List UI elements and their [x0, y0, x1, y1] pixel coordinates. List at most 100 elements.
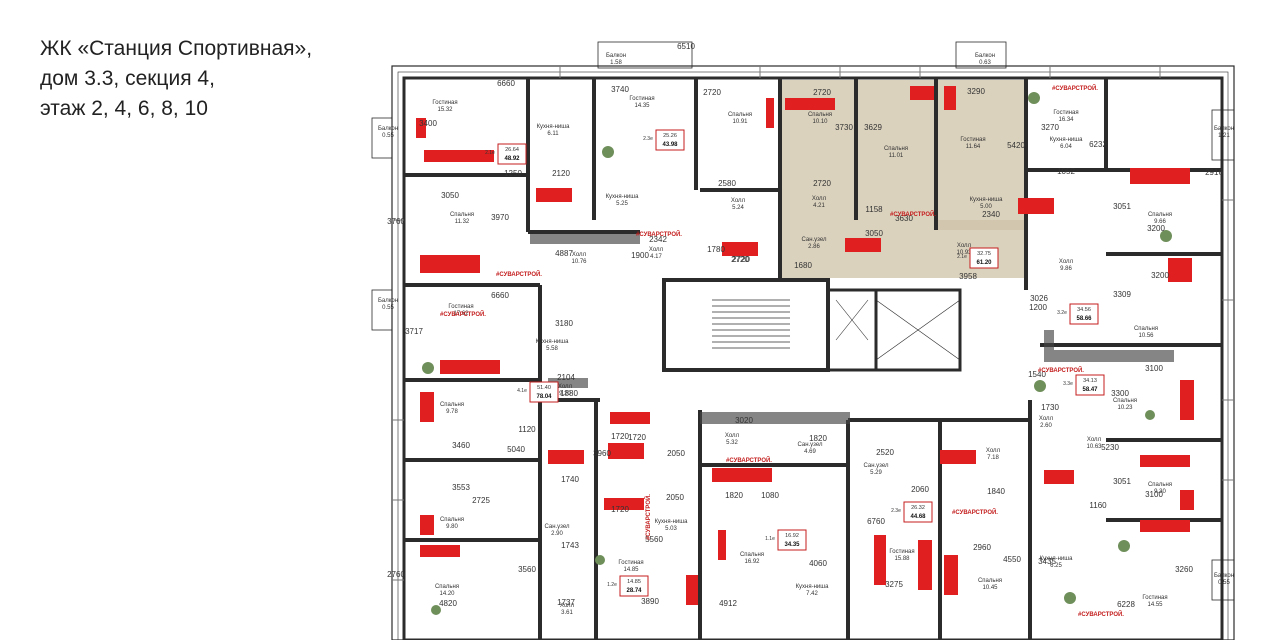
- dimension-label: 2050: [667, 449, 685, 458]
- room-name: Сан.узел: [544, 524, 570, 530]
- room-name: Сан.узел: [863, 463, 889, 469]
- apartment-living-area: 32.75: [977, 251, 991, 257]
- room-name: Балкон: [1214, 126, 1234, 132]
- room-name: Гостиная: [448, 304, 473, 310]
- room-area: 14.55: [1147, 602, 1163, 608]
- dimension-label: 1680: [794, 261, 812, 270]
- room-name: Холл: [1039, 416, 1054, 422]
- stair-core: [662, 278, 962, 372]
- room-area: 4.21: [813, 203, 825, 209]
- badge-frame: [969, 247, 999, 269]
- dimension-label: 3020: [735, 416, 753, 425]
- dimension-label: 2060: [911, 485, 929, 494]
- dimension-label: 2916: [1205, 168, 1223, 177]
- dimension-label: 3100: [1145, 490, 1163, 499]
- room-name: Спальня: [728, 112, 752, 118]
- brand-label: #СУВАРСТРОЙ.: [952, 508, 998, 516]
- dimension-label: 1820: [809, 434, 827, 443]
- dimension-label: 1052: [1057, 167, 1075, 176]
- dimension-label: 1250: [504, 169, 522, 178]
- apartment-type: 3.3е: [1063, 381, 1073, 387]
- dimension-label: 3960: [593, 449, 611, 458]
- room-name: Спальня: [1113, 398, 1137, 404]
- badge-frame: [529, 381, 559, 403]
- room-area: 9.80: [446, 524, 458, 530]
- apartment-living-area: 26.32: [911, 505, 925, 511]
- room-name: Гостиная: [432, 100, 457, 106]
- room-name: Кухня-ниша: [655, 519, 689, 525]
- highlighted-apartment: [780, 80, 1028, 278]
- room-area: 5.24: [732, 205, 744, 211]
- dimension-label: 5560: [645, 535, 663, 544]
- dimension-label: 2720: [703, 88, 721, 97]
- room-area: 6.04: [1060, 144, 1072, 150]
- room-name: Спальня: [1148, 212, 1172, 218]
- room-name: Кухня-ниша: [606, 194, 640, 200]
- apartment-living-area: 34.56: [1077, 307, 1091, 313]
- dimension-label: 1080: [761, 491, 779, 500]
- apartment-type: 3.2е: [1057, 310, 1067, 316]
- dimension-label: 3629: [864, 123, 882, 132]
- room-area: 17.62: [453, 311, 469, 317]
- room-name: Холл: [649, 247, 664, 253]
- brand-label: #СУВАРСТРОЙ.: [1052, 84, 1098, 92]
- room-name: Балкон: [1214, 573, 1234, 579]
- room-area: 10.76: [571, 259, 587, 265]
- room-name: Спальня: [1134, 326, 1158, 332]
- bathroom-fixtures: [536, 188, 1074, 484]
- dimension-label: 6228: [1117, 600, 1135, 609]
- apartment-total-area: 34.35: [784, 542, 800, 548]
- room-name: Гостиная: [1142, 595, 1167, 601]
- dimension-label: 4912: [719, 599, 737, 608]
- dimension-label: 1120: [518, 425, 536, 434]
- dimension-label: 6660: [497, 79, 515, 88]
- dimension-label: 5420: [1007, 141, 1025, 150]
- room-area: 7.42: [806, 591, 818, 597]
- brand-labels: #СУВАРСТРОЙ. #СУВАРСТРОЙ. #СУВАРСТРОЙ. #СУВ…: [440, 84, 1124, 618]
- room-area: 1.21: [1218, 133, 1230, 139]
- room-name: Спальня: [1148, 482, 1172, 488]
- room-area: 2.60: [1040, 423, 1052, 429]
- dimension-label: 3970: [491, 213, 509, 222]
- room-area: 14.85: [623, 567, 639, 573]
- dimension-label: 3309: [1113, 290, 1131, 299]
- dimension-label: 3200: [1147, 224, 1165, 233]
- dimension-label: 6510: [677, 42, 695, 51]
- brand-label: #СУВАРСТРОЙ.: [1038, 366, 1084, 374]
- room-area: 0.63: [979, 60, 991, 66]
- room-area: 10.91: [732, 119, 748, 125]
- badge-frame: [1069, 303, 1099, 325]
- badge-frame: [777, 529, 807, 551]
- room-area: 5.58: [546, 346, 558, 352]
- room-name: Холл: [572, 252, 587, 258]
- room-name: Кухня-ниша: [1050, 137, 1084, 143]
- brand-label: #СУВАРСТРОЙ.: [726, 456, 772, 464]
- room-name: Спальня: [808, 112, 832, 118]
- room-name: Гостиная: [1053, 110, 1078, 116]
- title-line-floors: этаж 2, 4, 6, 8, 10: [40, 97, 208, 120]
